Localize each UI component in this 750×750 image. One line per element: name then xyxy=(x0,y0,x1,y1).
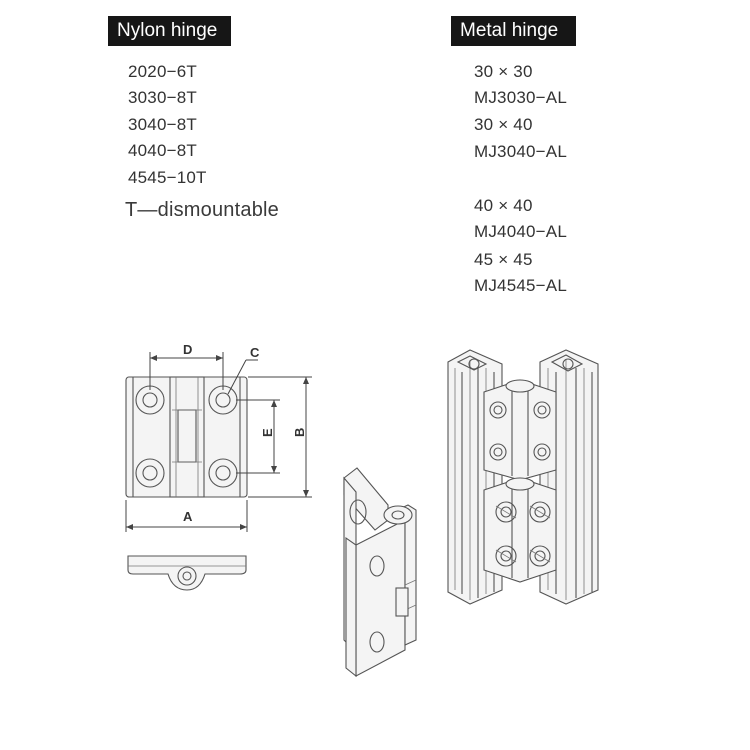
dimension-a xyxy=(125,500,248,532)
label-b: B xyxy=(292,428,307,437)
metal-item-1: 30 × 30 xyxy=(474,62,533,81)
hinge-front-view xyxy=(125,376,248,498)
metal-item-7: 45 × 45 xyxy=(474,250,533,269)
nylon-item-2: 3030−8T xyxy=(128,88,197,107)
nylon-item-1: 2020−6T xyxy=(128,62,197,81)
dimension-c xyxy=(227,359,258,395)
label-a: A xyxy=(183,509,193,524)
metal-item-5: 40 × 40 xyxy=(474,196,533,215)
metal-item-2: MJ3030−AL xyxy=(474,88,568,107)
nylon-item-4: 4040−8T xyxy=(128,141,197,160)
nylon-item-3: 3040−8T xyxy=(128,115,197,134)
top-metal-hinge xyxy=(483,379,557,481)
dimension-b xyxy=(248,376,312,498)
bottom-metal-hinge xyxy=(483,477,557,583)
metal-item-6: MJ4040−AL xyxy=(474,222,568,241)
metal-item-4: MJ3040−AL xyxy=(474,142,568,161)
metal-item-8: MJ4545−AL xyxy=(474,276,568,295)
label-d: D xyxy=(183,342,192,357)
hinge-side-view xyxy=(127,555,247,591)
label-e: E xyxy=(260,428,275,437)
metal-item-3: 30 × 40 xyxy=(474,115,533,134)
nylon-item-5: 4545−10T xyxy=(128,168,207,187)
dismountable-note: T—dismountable xyxy=(125,199,279,221)
label-c: C xyxy=(250,345,260,360)
dimension-e xyxy=(236,399,280,474)
nylon-hinge-title: Nylon hinge xyxy=(108,16,231,46)
metal-hinge-title: Metal hinge xyxy=(451,16,576,46)
dimension-d xyxy=(149,352,224,390)
